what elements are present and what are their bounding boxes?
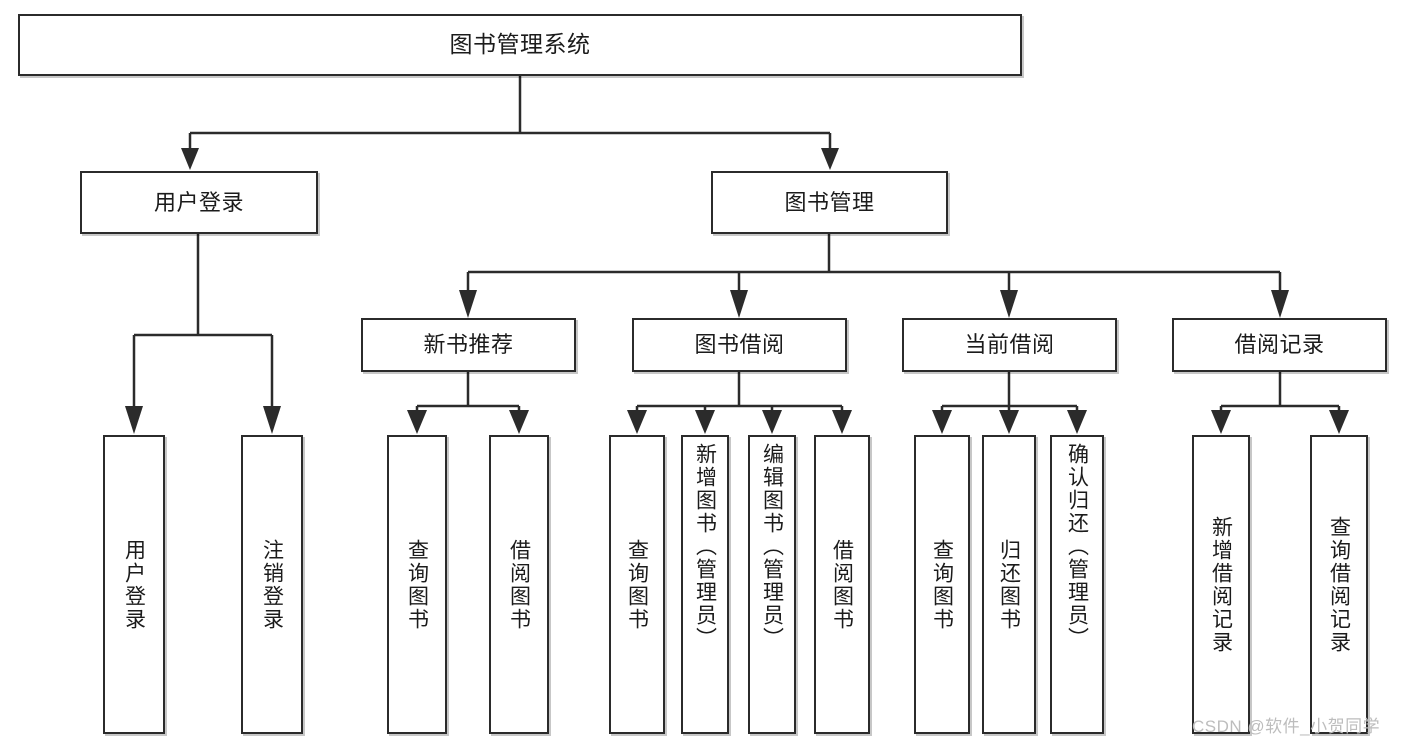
arrowhead-leaf-add-book	[695, 410, 715, 434]
node-label: 归还图书	[997, 538, 1021, 631]
leaf-query-borrow-record[interactable]: 查询借阅记录	[1310, 435, 1368, 734]
leaf-borrow-book[interactable]: 借阅图书	[814, 435, 870, 734]
node-label: 图书管理	[784, 189, 875, 215]
arrowhead-leaf-query-book-3	[932, 410, 952, 434]
node-label: 用户登录	[122, 538, 146, 631]
node-label: 新增图书（管理员）	[693, 443, 717, 650]
node-label: 图书借阅	[694, 332, 785, 358]
leaf-query-book-borrow[interactable]: 查询图书	[609, 435, 665, 734]
arrowhead-leaf-query-record	[1329, 410, 1349, 434]
arrowhead-leaf-return-book	[999, 410, 1019, 434]
arrowhead-newbook	[459, 290, 477, 318]
arrowhead-leaf-user-login	[125, 406, 143, 434]
leaf-return-book[interactable]: 归还图书	[982, 435, 1036, 734]
arrowhead-leaf-query-book-2	[627, 410, 647, 434]
arrowhead-leaf-edit-book	[762, 410, 782, 434]
node-label: 确认归还（管理员）	[1065, 443, 1089, 650]
node-borrow-record[interactable]: 借阅记录	[1172, 318, 1387, 372]
node-current-borrow[interactable]: 当前借阅	[902, 318, 1117, 372]
node-label: 图书管理系统	[449, 31, 591, 58]
leaf-query-book-recommend[interactable]: 查询图书	[387, 435, 447, 734]
arrowhead-borrowrecord	[1271, 290, 1289, 318]
node-new-book-recommend[interactable]: 新书推荐	[361, 318, 576, 372]
csdn-watermark: CSDN @软件_小贺同学	[1192, 717, 1381, 736]
arrowhead-leaf-add-record	[1211, 410, 1231, 434]
node-label: 查询借阅记录	[1327, 515, 1351, 654]
node-label: 用户登录	[153, 189, 244, 215]
arrowhead-leaf-confirm-return	[1067, 410, 1087, 434]
leaf-edit-book-admin[interactable]: 编辑图书（管理员）	[748, 435, 796, 734]
node-book-management[interactable]: 图书管理	[711, 171, 948, 234]
arrowhead-bookborrow	[730, 290, 748, 318]
node-label: 借阅图书	[507, 538, 531, 631]
arrowhead-userlogin	[181, 148, 199, 170]
arrowhead-leaf-logout	[263, 406, 281, 434]
leaf-borrow-book-recommend[interactable]: 借阅图书	[489, 435, 549, 734]
arrowhead-leaf-query-book-1	[407, 410, 427, 434]
node-label: 查询图书	[930, 538, 954, 631]
node-book-management-system[interactable]: 图书管理系统	[18, 14, 1022, 76]
leaf-query-book-current[interactable]: 查询图书	[914, 435, 970, 734]
node-label: 编辑图书（管理员）	[760, 443, 784, 650]
node-label: 当前借阅	[964, 332, 1055, 358]
node-label: 新增借阅记录	[1209, 515, 1233, 654]
node-user-login[interactable]: 用户登录	[80, 171, 318, 234]
node-label: 借阅记录	[1234, 332, 1325, 358]
node-label: 注销登录	[260, 538, 284, 631]
arrowhead-currentborrow	[1000, 290, 1018, 318]
leaf-add-borrow-record[interactable]: 新增借阅记录	[1192, 435, 1250, 734]
node-label: 查询图书	[625, 538, 649, 631]
leaf-logout[interactable]: 注销登录	[241, 435, 303, 734]
leaf-add-book-admin[interactable]: 新增图书（管理员）	[681, 435, 729, 734]
node-label: 新书推荐	[423, 332, 514, 358]
leaf-user-login[interactable]: 用户登录	[103, 435, 165, 734]
node-label: 查询图书	[405, 538, 429, 631]
node-label: 借阅图书	[830, 538, 854, 631]
leaf-confirm-return-admin[interactable]: 确认归还（管理员）	[1050, 435, 1104, 734]
arrowhead-bookmgmt	[821, 148, 839, 170]
arrowhead-leaf-borrow-book-1	[509, 410, 529, 434]
arrowhead-leaf-borrow-book-2	[832, 410, 852, 434]
node-book-borrow[interactable]: 图书借阅	[632, 318, 847, 372]
